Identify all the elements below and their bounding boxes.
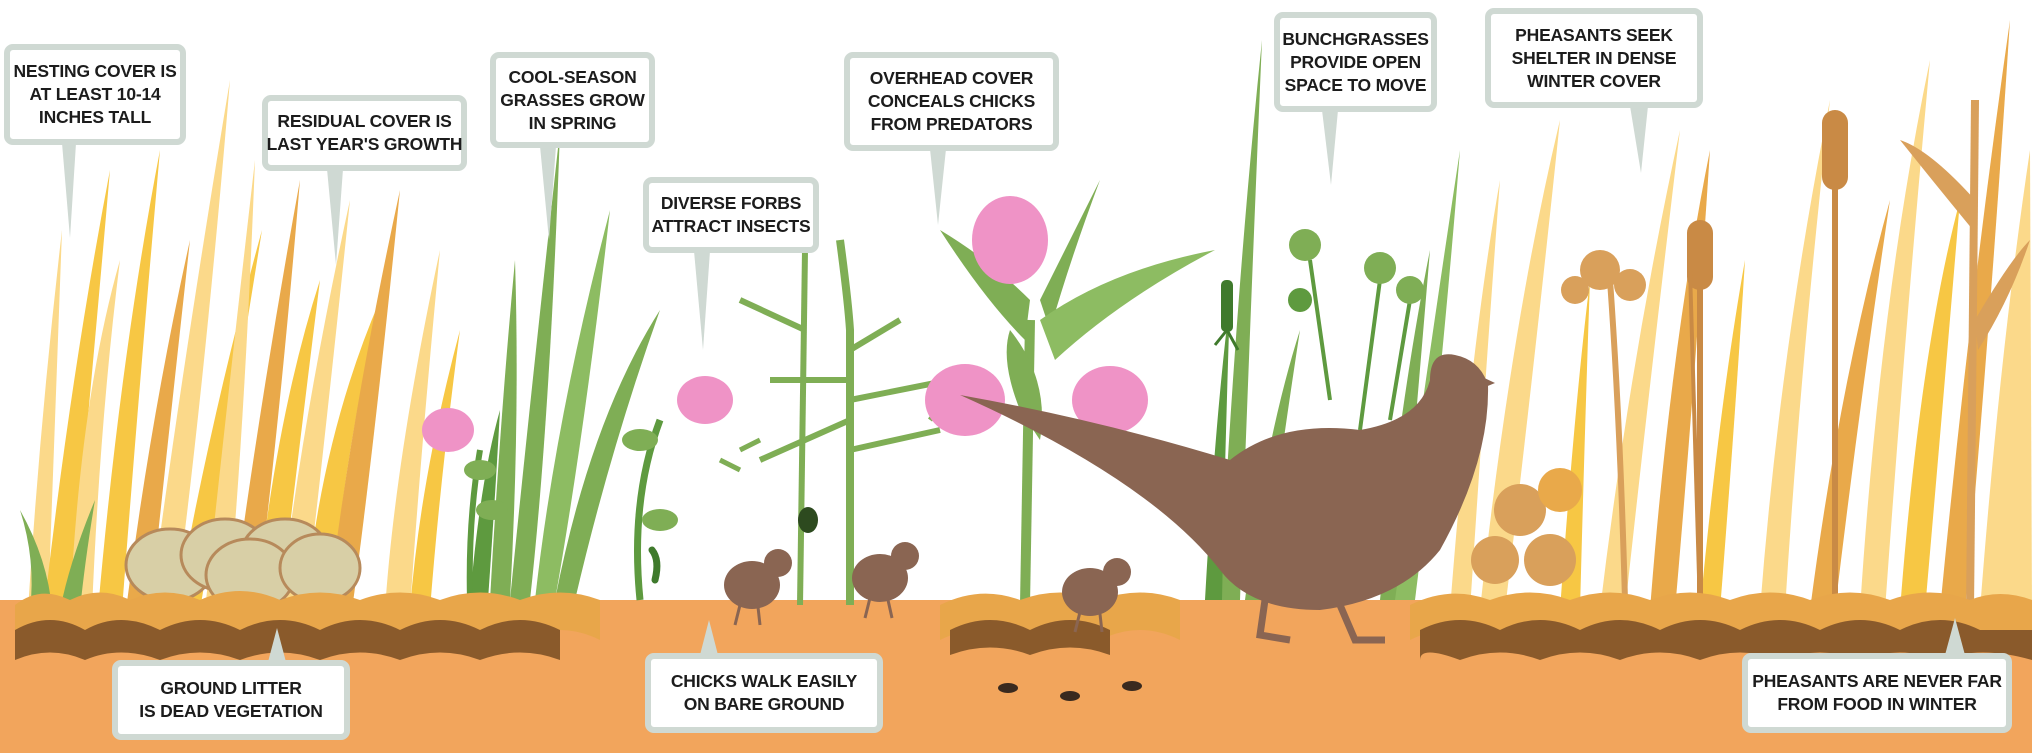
callout-pointers bbox=[0, 0, 2032, 753]
